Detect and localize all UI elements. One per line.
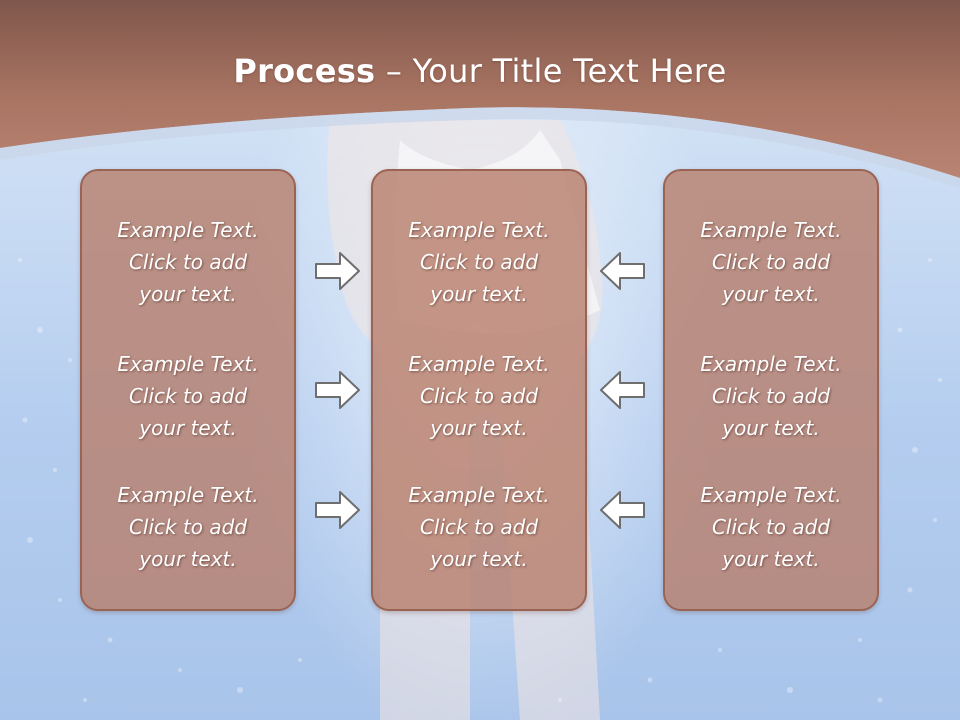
text-block[interactable]: Example Text. Click to add your text. [665,348,877,444]
text-line: your text. [139,282,237,306]
text-line: Example Text. [408,352,550,376]
text-block[interactable]: Example Text. Click to add your text. [82,479,294,575]
text-line: Click to add [711,515,831,539]
text-line: Click to add [711,250,831,274]
text-block[interactable]: Example Text. Click to add your text. [665,479,877,575]
text-line: Example Text. [408,483,550,507]
slide-title[interactable]: Process – Your Title Text Here [0,52,960,90]
right-arrow-icon [315,491,360,529]
right-arrow-icon [315,252,360,290]
text-line: Example Text. [700,218,842,242]
text-line: Click to add [128,515,248,539]
right-arrow-icon [315,371,360,409]
left-arrow-icon [600,252,645,290]
text-line: Click to add [128,384,248,408]
text-line: your text. [722,547,820,571]
title-bold: Process [233,52,376,90]
title-rest: – Your Title Text Here [375,52,727,90]
text-line: your text. [430,282,528,306]
text-line: Click to add [419,384,539,408]
process-box-center[interactable]: Example Text. Click to add your text. Ex… [371,169,587,611]
text-line: Example Text. [408,218,550,242]
text-line: Click to add [419,515,539,539]
header-band [0,0,960,188]
text-line: Example Text. [700,352,842,376]
text-block[interactable]: Example Text. Click to add your text. [82,214,294,310]
text-line: your text. [139,416,237,440]
left-arrow-icon [600,371,645,409]
text-block[interactable]: Example Text. Click to add your text. [82,348,294,444]
text-line: your text. [430,547,528,571]
process-box-right[interactable]: Example Text. Click to add your text. Ex… [663,169,879,611]
text-block[interactable]: Example Text. Click to add your text. [665,214,877,310]
text-line: Click to add [419,250,539,274]
text-line: Click to add [711,384,831,408]
text-line: your text. [722,416,820,440]
text-line: your text. [139,547,237,571]
text-line: Example Text. [117,483,259,507]
text-line: Example Text. [117,218,259,242]
text-line: Click to add [128,250,248,274]
text-line: your text. [722,282,820,306]
text-line: your text. [430,416,528,440]
text-block[interactable]: Example Text. Click to add your text. [373,348,585,444]
text-line: Example Text. [117,352,259,376]
text-block[interactable]: Example Text. Click to add your text. [373,479,585,575]
text-block[interactable]: Example Text. Click to add your text. [373,214,585,310]
text-line: Example Text. [700,483,842,507]
left-arrow-icon [600,491,645,529]
process-box-left[interactable]: Example Text. Click to add your text. Ex… [80,169,296,611]
